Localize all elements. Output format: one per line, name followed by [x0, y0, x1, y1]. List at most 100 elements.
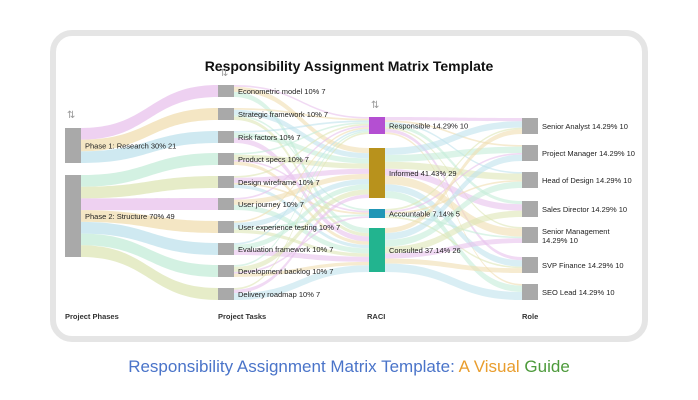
task-label-10: Delivery roadmap 10% 7	[238, 290, 320, 299]
task-label-8: Evaluation framework 10% 7	[238, 245, 333, 254]
sankey-link-43	[234, 194, 369, 294]
sankey-link-0	[81, 85, 218, 140]
task-node-1	[218, 85, 234, 97]
raci-label-4: Consulted 37.14% 26	[389, 246, 461, 255]
task-label-5: Design wireframe 10% 7	[238, 178, 320, 187]
sankey-link-56	[385, 175, 522, 237]
raci-label-2: Informed 41.43% 29	[389, 169, 457, 178]
caption-part-1: Responsibility Assignment Matrix Templat…	[128, 357, 459, 376]
sankey-link-9	[81, 245, 218, 300]
column-title-1: Project Phases	[65, 312, 119, 321]
sankey-link-54	[385, 161, 522, 180]
sankey-link-8	[81, 233, 218, 277]
links-layer	[81, 85, 522, 300]
sankey-link-55	[385, 168, 522, 211]
task-label-2: Strategic framework 10% 7	[238, 110, 328, 119]
sankey-link-3	[81, 153, 218, 187]
sort-arrows-icon-3: ⇅	[371, 100, 379, 111]
sankey-link-20	[234, 122, 369, 155]
page-caption: Responsibility Assignment Matrix Templat…	[0, 357, 698, 377]
nodes-layer	[65, 85, 538, 300]
sankey-link-62	[385, 214, 522, 239]
task-label-4: Product specs 10% 7	[238, 155, 309, 164]
role-node-2	[522, 145, 538, 161]
task-node-3	[218, 131, 234, 143]
task-label-3: Risk factors 10% 7	[238, 133, 301, 142]
phase-label-1: Phase 1: Research 30% 21	[85, 142, 176, 151]
role-node-7	[522, 284, 538, 300]
sankey-link-69	[385, 258, 522, 273]
sankey-link-5	[81, 198, 218, 211]
sankey-link-42	[234, 132, 369, 290]
task-node-5	[218, 176, 234, 188]
sankey-link-68	[385, 238, 522, 259]
role-label-3: Head of Design 14.29% 10	[542, 176, 632, 185]
task-label-1: Econometric model 10% 7	[238, 87, 326, 96]
phase-label-2: Phase 2: Structure 70% 49	[85, 212, 175, 221]
sankey-link-46	[385, 120, 522, 147]
task-label-7: User experience testing 10% 7	[238, 223, 340, 232]
sankey-link-36	[234, 184, 369, 250]
sankey-link-1	[81, 108, 218, 152]
sankey-link-59	[385, 127, 522, 211]
sankey-link-2	[81, 131, 218, 163]
task-label-6: User journey 10% 7	[238, 200, 304, 209]
sankey-link-17	[234, 120, 369, 133]
sankey-link-57	[385, 184, 522, 267]
role-node-3	[522, 172, 538, 188]
sankey-link-38	[234, 130, 369, 267]
sankey-link-7	[81, 221, 218, 255]
sankey-link-21	[234, 154, 369, 169]
sankey-link-47	[385, 122, 522, 174]
raci-node-2	[369, 148, 385, 198]
role-label-4: Sales Director 14.29% 10	[542, 205, 627, 214]
sankey-link-48	[385, 123, 522, 205]
raci-node-3	[369, 209, 385, 218]
sankey-link-70	[385, 263, 522, 300]
role-node-4	[522, 201, 538, 217]
sankey-link-4	[81, 176, 218, 199]
role-node-5	[522, 227, 538, 243]
column-title-2: Project Tasks	[218, 312, 266, 321]
sankey-link-45	[385, 117, 522, 122]
task-node-2	[218, 108, 234, 120]
task-node-10	[218, 288, 234, 300]
sankey-link-31	[234, 127, 369, 223]
task-label-9: Development backlog 10% 7	[238, 267, 333, 276]
task-node-6	[218, 198, 234, 210]
sankey-link-67	[385, 210, 522, 254]
sankey-link-14	[234, 109, 369, 159]
task-node-4	[218, 153, 234, 165]
sort-arrows-icon-1: ⇅	[67, 110, 75, 121]
raci-label-3: Accountable 7.14% 5	[389, 210, 460, 219]
column-title-3: RACI	[367, 312, 385, 321]
sankey-link-66	[385, 181, 522, 247]
sankey-link-64	[385, 129, 522, 234]
role-node-1	[522, 118, 538, 134]
role-label-7: SEO Lead 14.29% 10	[542, 288, 615, 297]
role-label-2: Project Manager 14.29% 10	[542, 149, 635, 158]
sankey-link-28	[234, 125, 369, 200]
raci-label-1: Responsible 14.29% 10	[389, 122, 468, 131]
role-node-6	[522, 257, 538, 273]
sankey-link-32	[234, 179, 369, 228]
phase-node-2	[65, 175, 81, 257]
labels-layer: Responsibility Assignment Matrix Templat…	[65, 58, 635, 321]
column-title-4: Role	[522, 312, 538, 321]
caption-part-3: Guide	[524, 357, 570, 376]
sankey-link-13	[234, 108, 369, 121]
task-node-9	[218, 265, 234, 277]
role-label-6: SVP Finance 14.29% 10	[542, 261, 624, 270]
phase-node-1	[65, 128, 81, 163]
raci-node-4	[369, 228, 385, 272]
raci-node-1	[369, 117, 385, 134]
sankey-link-52	[385, 121, 522, 155]
sankey-link-29	[234, 173, 369, 205]
chart-title: Responsibility Assignment Matrix Templat…	[205, 58, 494, 74]
caption-part-2: A Visual	[458, 357, 525, 376]
sankey-link-6	[81, 210, 218, 233]
sankey-link-18	[234, 132, 369, 164]
sankey-link-37	[234, 249, 369, 262]
